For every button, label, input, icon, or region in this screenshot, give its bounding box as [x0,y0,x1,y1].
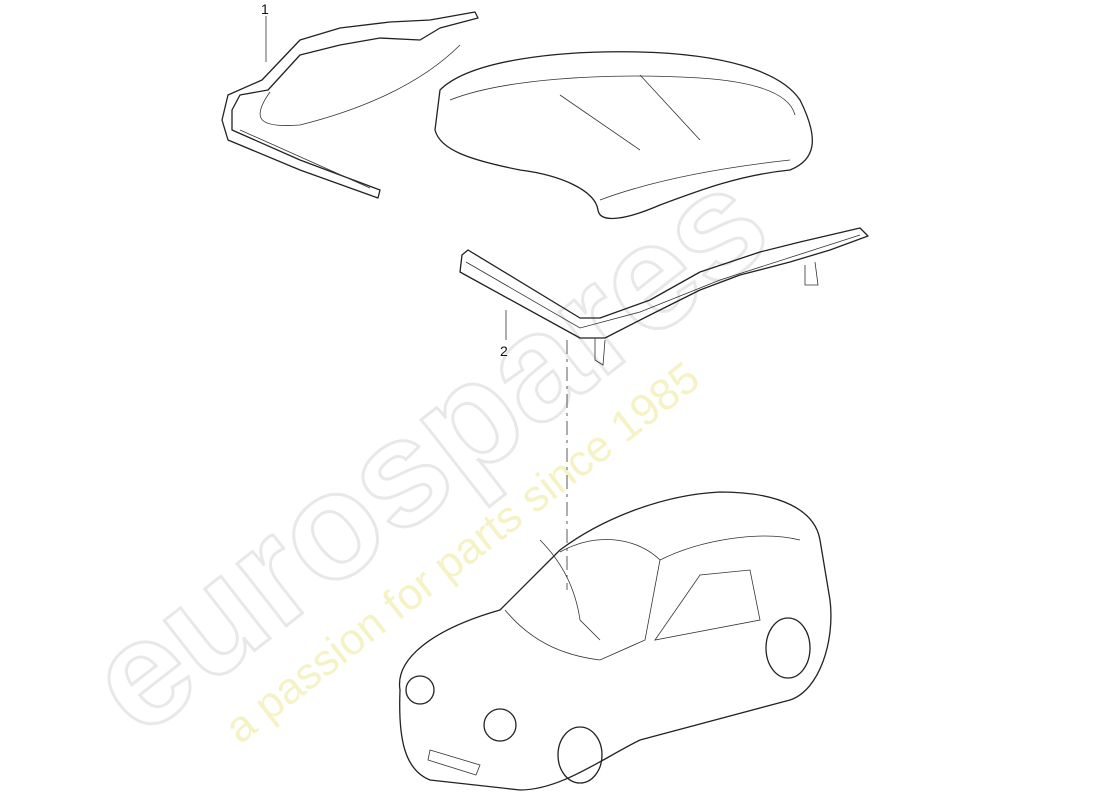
callout-1[interactable]: 1 [261,1,269,17]
watermark: eurospares a passion for parts since 198… [55,133,799,766]
seat-cushion [434,51,813,220]
watermark-brand: eurospares [56,135,797,765]
part-1-trim-strip[interactable] [221,11,479,199]
callout-2[interactable]: 2 [500,343,508,359]
vehicle-overview [398,491,832,791]
part-2-trim-strip[interactable] [459,227,869,366]
